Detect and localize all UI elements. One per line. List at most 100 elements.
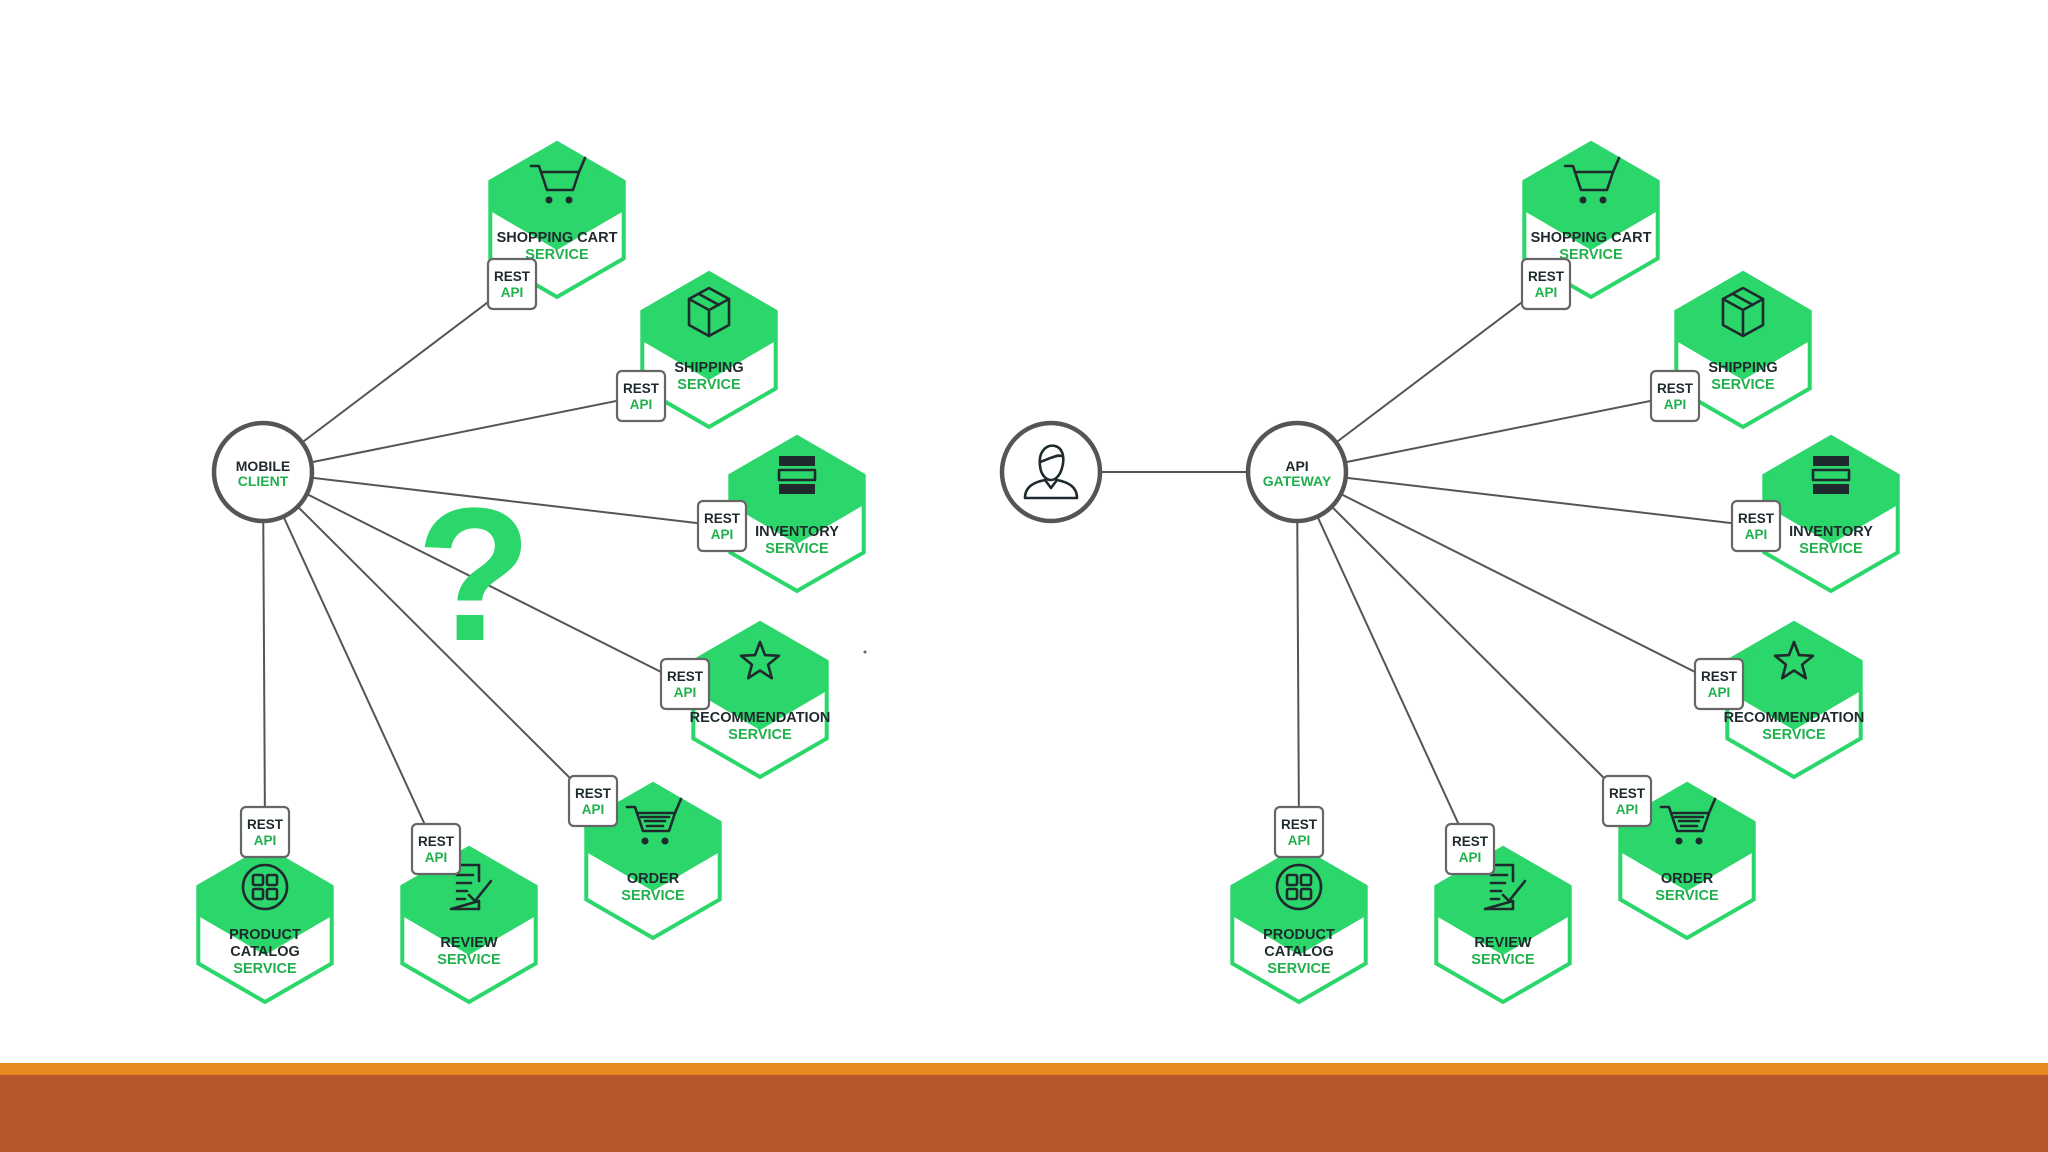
service-name-label: ORDER	[627, 871, 680, 887]
rest-label: REST	[575, 786, 612, 801]
rest-label: REST	[1281, 817, 1318, 832]
service-suffix-label: SERVICE	[1471, 952, 1535, 968]
review-icon	[449, 863, 493, 911]
rest-label: REST	[494, 269, 531, 284]
service-suffix-label: SERVICE	[233, 961, 297, 977]
connection-line	[1296, 283, 1547, 473]
rest-label: REST	[623, 381, 660, 396]
service-name-label: CATALOG	[230, 944, 300, 960]
hub-label-line1: MOBILE	[236, 458, 290, 474]
hexagon-cap	[1438, 850, 1568, 955]
connection-line	[1296, 471, 1471, 850]
rest-label: REST	[1738, 511, 1775, 526]
user-node	[999, 420, 1103, 524]
connection-line	[1296, 471, 1757, 527]
service-name-label: SHOPPING CART	[497, 230, 618, 246]
service-suffix-label: SERVICE	[1711, 377, 1775, 393]
footer-accent-bar	[0, 1063, 2048, 1075]
rest-api-badges-layer: RESTAPIRESTAPIRESTAPIRESTAPIRESTAPIRESTA…	[239, 257, 1782, 876]
stray-dot	[863, 650, 867, 654]
rest-label: REST	[1609, 786, 1646, 801]
hub-label-line2: GATEWAY	[1263, 473, 1332, 489]
api-label: API	[711, 527, 734, 542]
connection-line	[1296, 471, 1300, 833]
api-label: API	[1745, 527, 1768, 542]
rest-label: REST	[1452, 834, 1489, 849]
hexagon-cap	[588, 786, 718, 891]
service-suffix-label: SERVICE	[728, 727, 792, 743]
connection-line	[262, 395, 642, 473]
service-suffix-label: SERVICE	[621, 888, 685, 904]
service-suffix-label: SERVICE	[1762, 727, 1826, 743]
api-label: API	[1664, 397, 1687, 412]
service-suffix-label: SERVICE	[437, 952, 501, 968]
service-name-label: PRODUCT	[229, 927, 301, 943]
service-suffix-label: SERVICE	[1267, 961, 1331, 977]
cart-icon	[529, 156, 587, 204]
stack-icon	[777, 456, 817, 494]
rest-label: REST	[1657, 381, 1694, 396]
star-icon	[1773, 640, 1815, 680]
user-icon	[1023, 444, 1079, 500]
service-suffix-label: SERVICE	[1559, 247, 1623, 263]
rest-label: REST	[247, 817, 284, 832]
connection-line	[262, 471, 266, 833]
api-label: API	[1288, 833, 1311, 848]
hexagon-cap	[1729, 625, 1859, 730]
rest-label: REST	[1701, 669, 1738, 684]
service-name-label: SHIPPING	[674, 360, 743, 376]
hexagon-cap	[1234, 850, 1364, 955]
api-label: API	[674, 685, 697, 700]
connection-line	[262, 471, 686, 685]
cart-icon	[1563, 156, 1621, 204]
service-suffix-label: SERVICE	[765, 541, 829, 557]
grid-icon	[241, 863, 289, 911]
connection-line	[262, 283, 513, 473]
service-name-label: INVENTORY	[755, 524, 839, 540]
service-name-label: SHIPPING	[1708, 360, 1777, 376]
service-suffix-label: SERVICE	[1655, 888, 1719, 904]
connection-line	[262, 471, 723, 527]
connection-line	[262, 471, 594, 802]
rest-label: REST	[418, 834, 455, 849]
hexagon-cap	[1526, 145, 1656, 250]
connection-line	[1296, 471, 1720, 685]
service-suffix-label: SERVICE	[525, 247, 589, 263]
service-name-label: INVENTORY	[1789, 524, 1873, 540]
star-icon	[739, 640, 781, 680]
api-label: API	[254, 833, 277, 848]
service-suffix-label: SERVICE	[677, 377, 741, 393]
service-name-label: RECOMMENDATION	[1724, 710, 1865, 726]
api-label: API	[1459, 850, 1482, 865]
api-label: API	[501, 285, 524, 300]
services-layer: SHOPPING CARTSERVICESHIPPINGSERVICEINVEN…	[196, 140, 1900, 1005]
api-label: API	[630, 397, 653, 412]
api-label: API	[425, 850, 448, 865]
hub-label-line2: CLIENT	[238, 473, 289, 489]
hub-label-line1: API	[1285, 458, 1308, 474]
grid-icon	[1275, 863, 1323, 911]
connection-lines	[262, 283, 1757, 850]
api-label: API	[1616, 802, 1639, 817]
